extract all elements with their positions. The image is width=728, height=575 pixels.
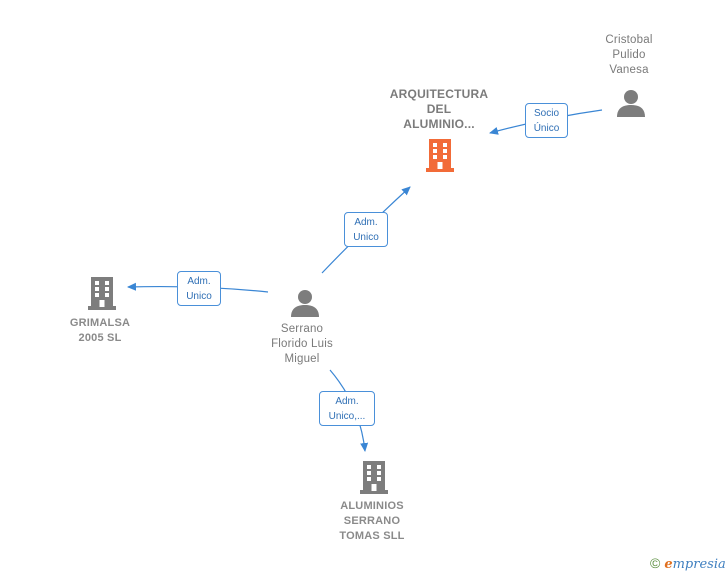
edge-adm-focus-line-2: Unico [353,232,379,243]
edge-socio-label[interactable]: Socio Único [525,103,568,138]
node-serrano-line-3: Miguel [284,353,320,365]
node-focus-line-3: ALUMINIO... [403,117,475,131]
node-cristobal-line-1: Cristobal [605,34,653,46]
edge-adm-grimalsa-line-2: Unico [186,291,212,302]
node-cristobal-line-3: Vanesa [609,64,649,76]
building-icon-aluminios[interactable] [357,459,391,495]
edge-adm-aluminios-label[interactable]: Adm. Unico,... [319,391,375,426]
node-aluminios-line-3: TOMAS SLL [339,530,405,542]
edge-adm-focus-line-1: Adm. [354,217,378,228]
node-focus-line-1: ARQUITECTURA [389,87,489,101]
node-cristobal-label[interactable]: Cristobal Pulido Vanesa [584,33,674,78]
node-aluminios-label[interactable]: ALUMINIOS SERRANO TOMAS SLL [322,499,422,544]
node-grimalsa-label[interactable]: GRIMALSA 2005 SL [55,316,145,346]
brand-name: empresia [664,557,725,572]
edge-adm-grimalsa-line-1: Adm. [187,276,211,287]
edge-adm-aluminios-line-1: Adm. [335,396,359,407]
node-serrano-label[interactable]: Serrano Florido Luis Miguel [252,322,352,367]
node-serrano-line-2: Florido Luis [271,338,333,350]
edge-socio-line-1: Socio [533,108,559,119]
node-cristobal-line-2: Pulido [612,49,646,61]
node-serrano-line-1: Serrano [280,323,324,335]
node-grimalsa-line-1: GRIMALSA [69,317,131,329]
copyright-icon: © [650,555,661,571]
building-icon-focus[interactable] [423,137,457,173]
brand-rest: mpresia [672,557,726,572]
edge-socio-line-2: Único [533,123,560,134]
brand-first-letter: e [664,557,673,572]
person-icon-cristobal[interactable] [615,88,647,118]
person-icon-serrano[interactable] [289,288,321,318]
building-icon-grimalsa[interactable] [85,275,119,311]
edge-adm-focus-label[interactable]: Adm. Unico [344,212,388,247]
node-focus-label[interactable]: ARQUITECTURA DEL ALUMINIO... [370,87,508,132]
node-grimalsa-line-2: 2005 SL [78,332,122,344]
edge-adm-aluminios-line-2: Unico,... [328,411,366,422]
edge-adm-grimalsa-label[interactable]: Adm. Unico [177,271,221,306]
node-focus-line-2: DEL [426,102,452,116]
brand-watermark: ©empresia [650,555,726,572]
node-aluminios-line-2: SERRANO [343,515,401,527]
node-aluminios-line-1: ALUMINIOS [340,500,404,512]
